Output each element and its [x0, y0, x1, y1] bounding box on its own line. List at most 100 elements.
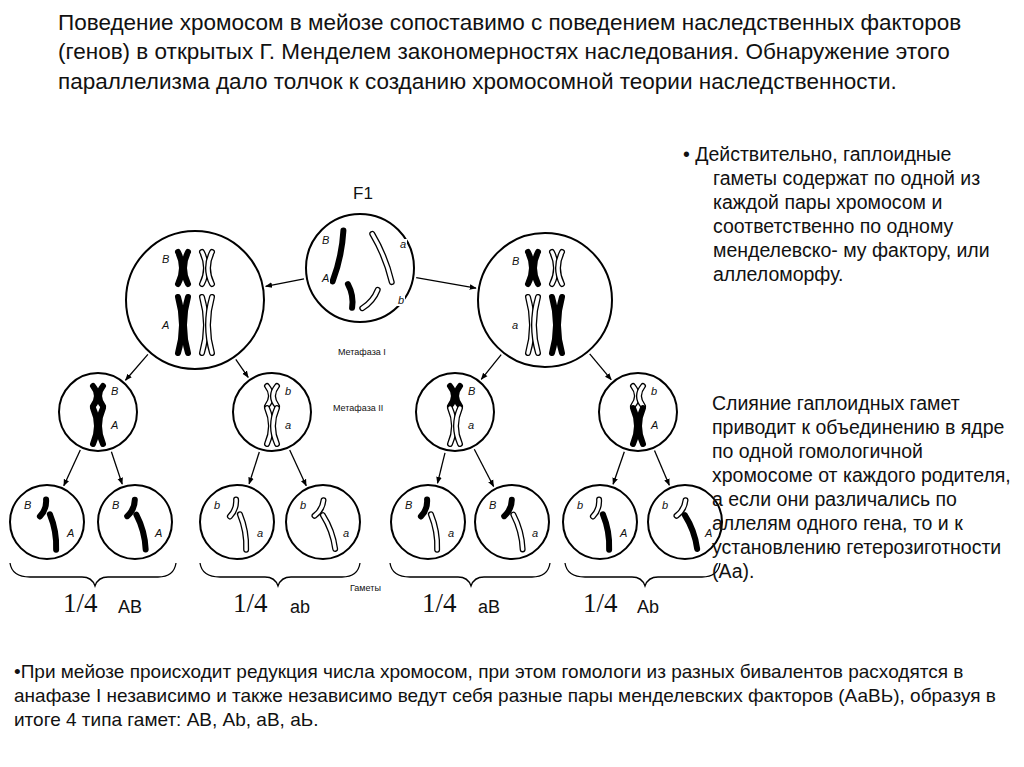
chromatid: [431, 514, 439, 550]
gamete-cell: Ba: [474, 484, 550, 560]
allele-letter: A: [66, 528, 75, 539]
chromatid: [230, 500, 238, 518]
chromatid: [372, 233, 393, 282]
gamete-cell: BA: [9, 484, 85, 560]
chromatid: [431, 514, 439, 550]
chromatid: [230, 500, 238, 518]
division-arrow: [266, 279, 304, 286]
chromatid: [534, 252, 538, 284]
allele-letter: a: [399, 239, 407, 250]
chromatid: [639, 408, 643, 444]
chromatid: [456, 408, 460, 444]
metaphase-ii-cell: BA: [58, 372, 138, 452]
gamete-genotype: Ab: [637, 598, 659, 616]
chromatid: [184, 252, 188, 284]
gamete-genotype: AB: [118, 598, 142, 616]
allele-letter: A: [161, 320, 170, 331]
division-arrow: [655, 451, 670, 486]
chromatid: [513, 514, 524, 549]
division-arrow: [249, 452, 259, 484]
allele-letter: a: [256, 528, 264, 539]
chromatid: [362, 290, 379, 310]
division-arrow: [111, 452, 122, 484]
allele-letter: B: [404, 500, 413, 511]
allele-letter: b: [213, 500, 221, 511]
allele-letter: a: [284, 420, 292, 431]
allele-letter: a: [342, 528, 350, 539]
allele-letter: A: [154, 528, 163, 539]
chromatid: [184, 297, 188, 353]
division-arrow: [613, 452, 624, 485]
chromatid: [136, 514, 147, 549]
chromatid: [558, 252, 562, 284]
allele-letter: a: [511, 320, 519, 331]
gamete-cell: ba: [285, 484, 361, 560]
division-arrow: [236, 359, 248, 377]
allele-letter: b: [576, 500, 584, 511]
chromatid: [208, 297, 212, 353]
division-arrow: [290, 450, 307, 486]
chromatid: [273, 408, 277, 444]
allele-letter: A: [321, 273, 330, 284]
gamete-brackets: [10, 563, 720, 586]
ratio: 1/4: [63, 590, 98, 617]
chromatid: [208, 252, 212, 284]
chromatid: [534, 297, 538, 353]
allele-letter: b: [284, 386, 292, 397]
allele-letter: b: [650, 386, 658, 397]
gamete-cell: BA: [97, 484, 173, 560]
f1-cell: F1BAab: [305, 213, 415, 323]
chromatid: [558, 297, 562, 353]
division-arrow: [474, 449, 493, 486]
gamete-cell: Ba: [390, 484, 466, 560]
metaphase-ii-cell: bA: [598, 372, 678, 452]
chromatid: [240, 514, 248, 550]
gamete-cell: ba: [199, 484, 275, 560]
allele-letter: B: [467, 386, 476, 397]
metaphase-ii-cell: Ba: [415, 372, 495, 452]
allele-letter: B: [321, 235, 330, 246]
division-arrow: [590, 354, 612, 380]
metaphase-ii-cell: ba: [232, 372, 312, 452]
gamete-genotype: ab: [290, 598, 310, 616]
division-arrow: [481, 355, 501, 380]
allele-letter: a: [467, 420, 475, 431]
ratio: 1/4: [422, 590, 457, 617]
allele-letter: A: [110, 420, 119, 431]
explanation-text: Слияние гаплоидных гамет приводит к объе…: [712, 392, 1012, 584]
chromatid: [558, 252, 562, 284]
allele-letter: B: [488, 500, 497, 511]
chromatid: [273, 386, 277, 406]
chromatid: [273, 386, 277, 406]
chromatid: [639, 386, 643, 406]
allele-letter: b: [397, 295, 405, 306]
gametes-label: Гаметы: [350, 583, 381, 593]
allele-letter: A: [704, 528, 713, 539]
chromatid: [593, 500, 601, 518]
chromatid: [99, 386, 103, 406]
chromatid: [593, 500, 601, 518]
allele-letter: A: [650, 420, 659, 431]
chromatid: [534, 297, 538, 353]
chromatid: [208, 252, 212, 284]
allele-letter: b: [299, 500, 307, 511]
chromatid: [323, 514, 337, 549]
chromatid: [685, 514, 699, 549]
division-arrow: [126, 354, 148, 380]
chromatid: [421, 500, 429, 518]
metaphase-i-cell: Ba: [477, 232, 613, 368]
chromatid: [362, 290, 379, 310]
chromatid: [333, 231, 346, 282]
generation-label: F1: [353, 185, 373, 202]
chromatid: [208, 297, 212, 353]
phase-label: Метафаза I: [338, 347, 386, 357]
slide-title: Поведение хромосом в мейозе сопоставимо …: [58, 8, 968, 96]
gamete-cell: bA: [647, 484, 723, 560]
chromatid: [639, 386, 643, 406]
chromatid: [372, 233, 393, 282]
chromatid: [456, 408, 460, 444]
gamete-genotype: aB: [478, 598, 500, 616]
allele-letter: B: [110, 386, 119, 397]
